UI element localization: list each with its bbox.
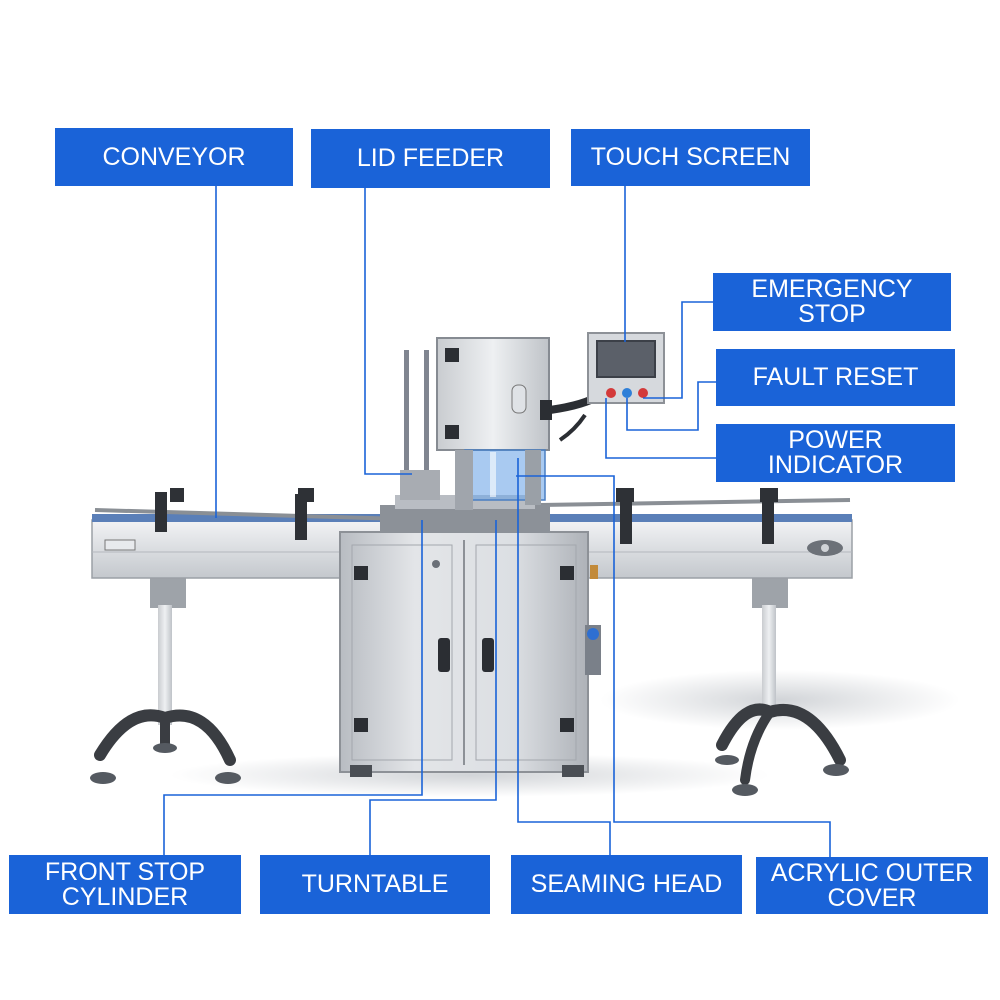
fault-reset-icon: [622, 388, 632, 398]
leader-seaming-head: [517, 458, 611, 855]
machine-cabinet: [339, 531, 601, 777]
power-indicator-icon: [638, 388, 648, 398]
label-turntable: TURNTABLE: [260, 855, 490, 914]
label-conveyor: CONVEYOR: [55, 128, 293, 186]
conveyor-leg-left: [90, 578, 241, 784]
seaming-assembly: [380, 337, 603, 533]
leader-lines: [163, 186, 831, 857]
label-lid-feeder: LID FEEDER: [311, 129, 550, 188]
leader-turntable: [369, 520, 497, 855]
label-power-indicator: POWER INDICATOR: [716, 424, 955, 482]
floor-shadow: [170, 753, 770, 797]
label-emergency-stop: EMERGENCY STOP: [713, 273, 951, 331]
floor-shadow: [600, 670, 960, 730]
leader-emergency-stop: [643, 301, 713, 399]
control-panel: [587, 332, 665, 404]
leader-lid-feeder: [364, 188, 412, 475]
label-seaming-head: SEAMING HEAD: [511, 855, 742, 914]
leader-fault-reset: [626, 381, 716, 431]
label-front-stop-cylinder: FRONT STOP CYLINDER: [9, 855, 241, 914]
emergency-stop-icon: [606, 388, 616, 398]
label-acrylic-outer-cover: ACRYLIC OUTER COVER: [756, 857, 988, 914]
conveyor-leg-right: [715, 578, 849, 796]
leader-power-indicator: [605, 398, 716, 459]
leader-front-stop-cylinder: [163, 520, 423, 855]
label-fault-reset: FAULT RESET: [716, 349, 955, 406]
leader-acrylic-outer-cover: [516, 475, 831, 857]
label-touch-screen: TOUCH SCREEN: [571, 129, 810, 186]
